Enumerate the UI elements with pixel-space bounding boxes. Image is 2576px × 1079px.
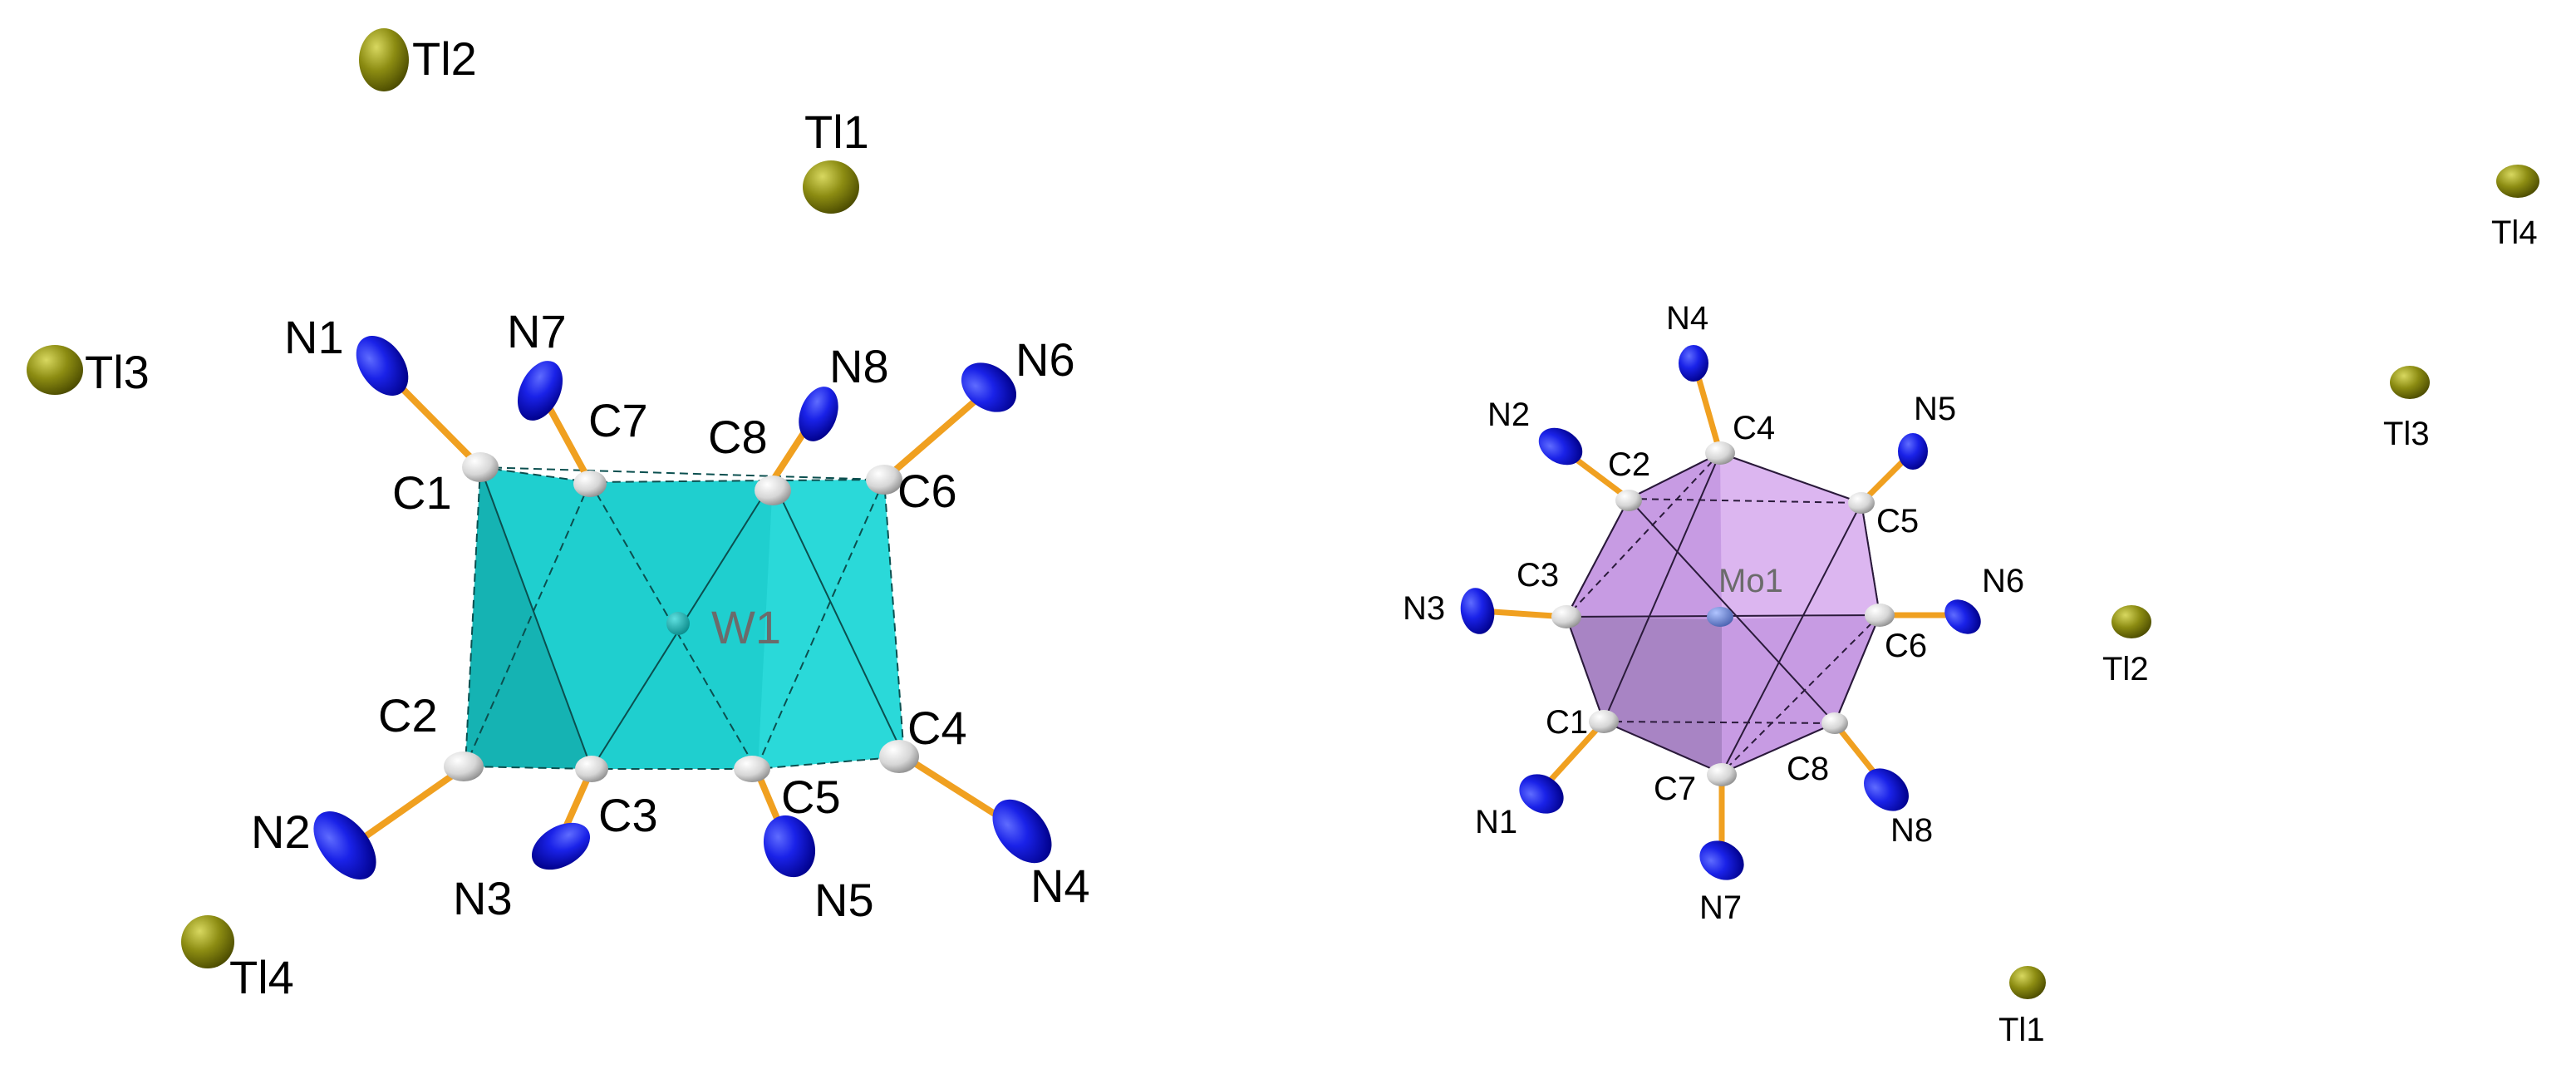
right-thallium-atoms	[2009, 165, 2539, 999]
right-nitrogen-atoms	[1460, 345, 1981, 880]
carbon-atom-c6	[866, 465, 902, 495]
label-c3-right: C3	[1517, 557, 1559, 594]
label-tl4-right: Tl4	[2491, 214, 2538, 251]
label-n2-right: N2	[1487, 397, 1530, 433]
nitrogen-atom-n1	[356, 335, 409, 397]
carbon-atom-c3	[575, 756, 608, 782]
label-c7-right: C7	[1654, 771, 1696, 807]
label-c1: C1	[392, 466, 452, 519]
label-n1: N1	[284, 311, 344, 363]
left-nitrogen-atoms	[313, 335, 1052, 879]
mo1-atom	[1707, 607, 1733, 627]
metal-label-mo1: Mo1	[1718, 563, 1783, 599]
w1-atom	[666, 612, 690, 635]
carbon-atom-c6-right	[1865, 604, 1895, 627]
label-n3-right: N3	[1403, 590, 1445, 627]
thallium-atom-tl1-right	[2009, 966, 2046, 999]
label-c8-right: C8	[1787, 751, 1829, 787]
carbon-atom-c4	[879, 740, 919, 773]
nitrogen-atom-n7-right	[1699, 840, 1744, 880]
nitrogen-atom-n8-right	[1864, 768, 1909, 811]
nitrogen-atom-n8	[799, 387, 838, 441]
label-n8: N8	[829, 340, 889, 392]
label-tl2-right: Tl2	[2102, 651, 2149, 687]
nitrogen-atom-n1-right	[1519, 774, 1564, 814]
label-n6-right: N6	[1982, 563, 2024, 599]
carbon-atom-c5-right	[1848, 492, 1875, 514]
carbon-atom-c3-right	[1551, 605, 1581, 628]
label-tl1: Tl1	[804, 106, 869, 158]
carbon-atom-c2-right	[1615, 490, 1642, 511]
nitrogen-atom-n3-right	[1460, 588, 1495, 634]
label-c5-right: C5	[1876, 503, 1919, 540]
nitrogen-atom-n7	[517, 361, 563, 421]
label-tl3-right: Tl3	[2383, 416, 2430, 452]
thallium-atom-tl2-right	[2111, 605, 2151, 638]
nitrogen-atom-n4-right	[1679, 345, 1708, 382]
thallium-atom-tl3-right	[2390, 366, 2430, 399]
thallium-atom-tl2	[359, 28, 409, 91]
carbon-atom-c1-right	[1589, 710, 1619, 733]
nitrogen-atom-n3	[531, 822, 591, 870]
metal-label-w1: W1	[711, 601, 781, 653]
label-c1-right: C1	[1546, 704, 1588, 741]
carbon-atom-c7-right	[1707, 763, 1737, 786]
label-c5: C5	[781, 771, 841, 823]
label-n5: N5	[814, 874, 874, 926]
nitrogen-atom-n5	[763, 815, 816, 878]
label-n7: N7	[507, 305, 567, 357]
carbon-atom-c2	[444, 751, 484, 781]
label-c2: C2	[378, 689, 438, 742]
label-tl4: Tl4	[229, 951, 294, 1003]
right-carbon-atoms	[1551, 441, 1895, 786]
nitrogen-atom-n6	[961, 362, 1017, 412]
label-n5-right: N5	[1914, 391, 1956, 427]
label-n1-right: N1	[1475, 804, 1517, 840]
label-n8-right: N8	[1890, 812, 1933, 849]
nitrogen-atom-n2-right	[1538, 427, 1583, 466]
carbon-atom-c8-right	[1821, 712, 1848, 734]
label-c6: C6	[897, 465, 957, 517]
label-c8: C8	[708, 411, 768, 463]
label-c4-right: C4	[1733, 410, 1775, 446]
carbon-atom-c4-right	[1705, 441, 1735, 465]
nitrogen-atom-n4	[992, 799, 1052, 864]
label-c6-right: C6	[1885, 628, 1927, 664]
thallium-atom-tl4-right	[2496, 165, 2539, 198]
carbon-atom-c8	[755, 475, 791, 505]
right-labels: Mo1 C1 C2 C3 C4 C5 C6 C7 C8 N1 N2 N3 N4 …	[1403, 214, 2538, 1048]
label-tl3: Tl3	[85, 346, 150, 398]
thallium-atom-tl4	[181, 915, 234, 968]
label-n4-right: N4	[1666, 300, 1708, 337]
carbon-atom-c7	[573, 471, 607, 497]
carbon-atom-c5	[734, 756, 770, 782]
label-n2: N2	[251, 806, 311, 858]
label-n4: N4	[1030, 860, 1090, 912]
nitrogen-atom-n6-right	[1944, 599, 1981, 634]
label-n3: N3	[453, 872, 513, 924]
thallium-atom-tl1	[803, 160, 859, 214]
label-n7-right: N7	[1699, 889, 1742, 926]
label-c2-right: C2	[1608, 446, 1650, 483]
nitrogen-atom-n2	[313, 811, 376, 879]
carbon-atom-c1	[462, 452, 499, 482]
label-n6: N6	[1015, 333, 1075, 386]
label-c7: C7	[588, 394, 648, 446]
label-tl1-right: Tl1	[1998, 1012, 2045, 1048]
label-c4: C4	[907, 702, 967, 754]
nitrogen-atom-n5-right	[1898, 433, 1928, 470]
left-carbon-atoms	[444, 452, 919, 782]
left-thallium-atoms	[27, 28, 859, 968]
thallium-atom-tl3	[27, 345, 83, 395]
label-c3: C3	[598, 789, 658, 841]
label-tl2: Tl2	[412, 32, 477, 85]
left-labels: W1 C1 C2 C3 C4 C5 C6 C7 C8 N1 N2 N3 N4 N…	[85, 32, 1090, 1003]
